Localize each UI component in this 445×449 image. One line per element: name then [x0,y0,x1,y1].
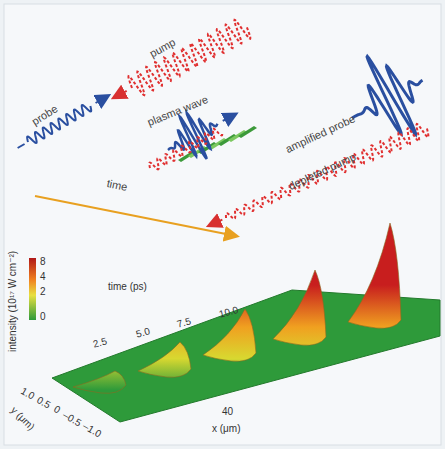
axis-label: 0 [40,312,46,322]
time-arrow [35,196,236,236]
axis-label: intensity (10¹⁷ W cm⁻²) [8,251,18,352]
color-bar [29,258,36,320]
axis-label: time (ps) [108,282,147,292]
pump-residue [148,126,223,172]
intensity-peak [273,270,326,345]
intensity-peaks [73,223,401,393]
plasma-stripe [238,126,257,138]
intensity-peak [138,342,191,377]
intensity-peak [73,371,126,393]
axis-label: 8 [40,257,46,267]
axis-label: 2 [40,287,46,297]
pump-wave [109,16,253,108]
axis-label: x (μm) [212,424,241,434]
amplified-probe-wave [330,39,443,157]
axis-label: 40 [222,407,233,417]
intensity-peak [348,223,401,328]
probe-wave [15,92,110,153]
axis-label: 4 [40,272,46,282]
